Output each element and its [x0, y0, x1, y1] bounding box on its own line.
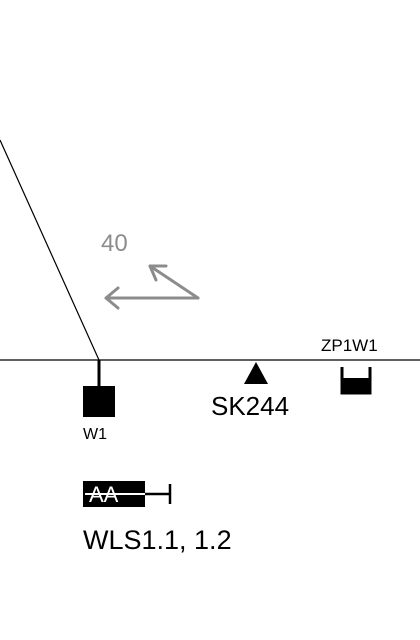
- wls-label: WLS1.1, 1.2: [83, 525, 232, 555]
- direction-arrow: [104, 264, 200, 310]
- w1-label: W1: [83, 426, 107, 443]
- direction-label: 40: [101, 230, 128, 257]
- diagonal-line: [0, 139, 100, 361]
- triangle-icon[interactable]: [244, 362, 268, 384]
- w1-marker[interactable]: [83, 360, 115, 417]
- sk244-label: SK244: [211, 391, 289, 421]
- wls-symbol[interactable]: AA: [83, 481, 172, 507]
- zp1w1-label: ZP1W1: [321, 336, 378, 355]
- w1-square-icon: [83, 386, 115, 417]
- container-icon[interactable]: [340, 367, 372, 395]
